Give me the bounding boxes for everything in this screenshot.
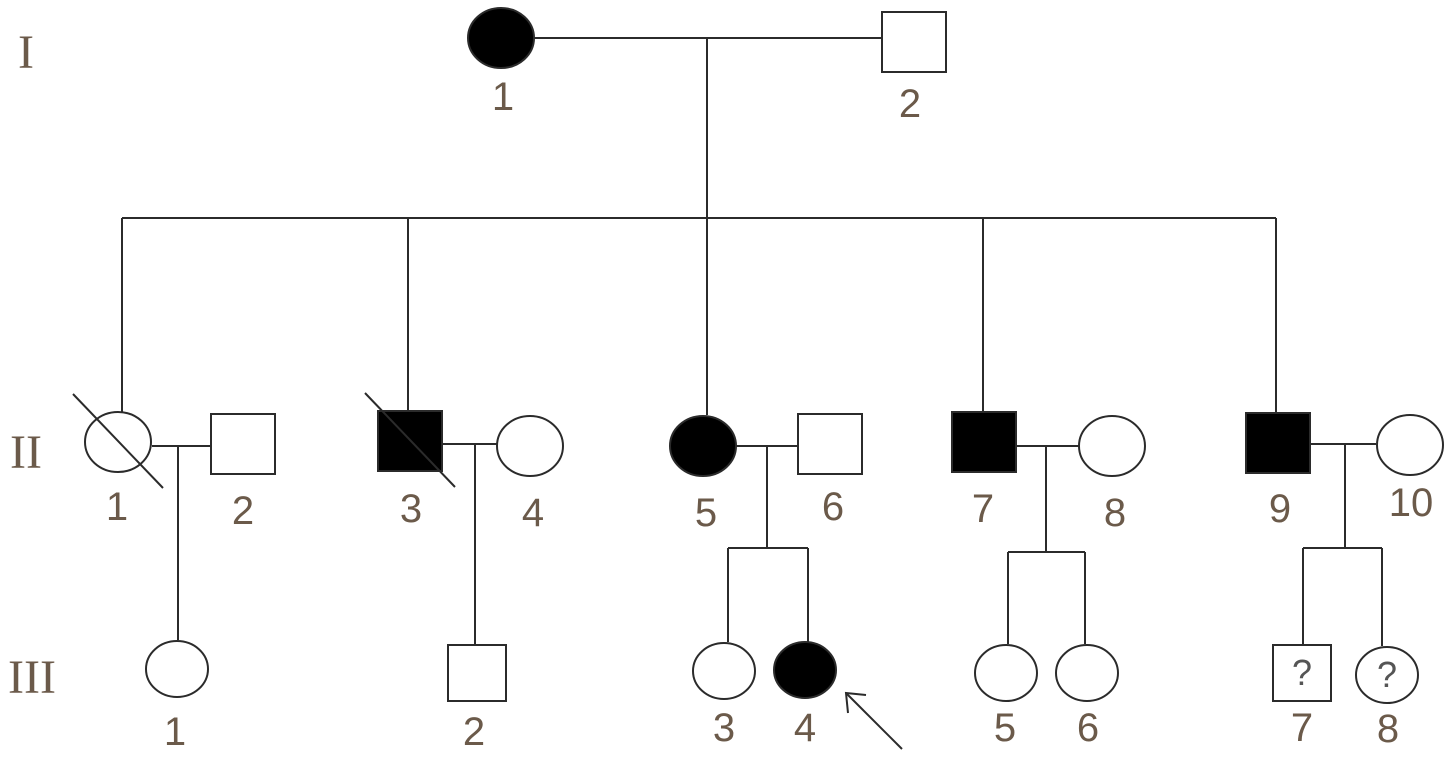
individual-number-iii-4: 4 (794, 706, 816, 750)
individual-number-i-2: 2 (899, 82, 921, 126)
individual-ii-7: 7 (951, 411, 1017, 531)
proband-arrow-icon (844, 691, 903, 750)
individual-iii-1: 1 (145, 640, 209, 754)
individual-number-iii-2: 2 (463, 710, 485, 754)
male-symbol-ii-6 (797, 413, 863, 475)
individual-iii-6: 6 (1055, 644, 1119, 750)
female-symbol-iii-5 (974, 644, 1038, 702)
generation-label-III: III (8, 651, 56, 704)
individual-iii-3: 3 (692, 642, 756, 750)
unknown-mark-iii-8: ? (1377, 654, 1397, 695)
male-symbol-i-2 (881, 11, 947, 73)
individual-number-ii-10: 10 (1389, 481, 1434, 525)
female-symbol-ii-5 (669, 415, 737, 477)
female-symbol-ii-4 (496, 415, 564, 477)
individual-number-iii-6: 6 (1077, 706, 1099, 750)
male-symbol-iii-7 (1272, 644, 1332, 702)
individual-ii-5: 5 (669, 415, 737, 535)
individual-number-iii-8: 8 (1377, 707, 1399, 751)
lines-generation-II (152, 443, 1383, 646)
individual-number-iii-3: 3 (713, 706, 735, 750)
individual-number-ii-6: 6 (822, 485, 844, 529)
deceased-mark-ii-1 (72, 393, 164, 489)
individual-number-iii-7: 7 (1291, 706, 1313, 750)
individual-ii-10: 10 (1376, 414, 1444, 525)
individual-ii-3: 3 (364, 392, 456, 531)
male-symbol-ii-7 (951, 411, 1017, 473)
individual-number-ii-1: 1 (106, 485, 128, 529)
individual-number-iii-5: 5 (994, 706, 1016, 750)
individual-iii-7: ?7 (1272, 644, 1332, 750)
individual-ii-9: 9 (1245, 412, 1311, 531)
individual-ii-2: 2 (210, 413, 276, 533)
individual-number-ii-2: 2 (232, 489, 254, 533)
individual-i-2: 2 (881, 11, 947, 126)
individual-number-ii-5: 5 (695, 491, 717, 535)
female-symbol-iii-4 (773, 641, 837, 699)
female-symbol-ii-10 (1376, 414, 1444, 476)
individual-iii-4: 4 (773, 641, 837, 750)
individual-iii-8: ?8 (1355, 646, 1419, 751)
individual-number-ii-7: 7 (972, 487, 994, 531)
individual-iii-5: 5 (974, 644, 1038, 750)
female-symbol-iii-8 (1355, 646, 1419, 704)
individual-ii-8: 8 (1078, 415, 1146, 535)
female-symbol-iii-3 (692, 642, 756, 700)
individual-ii-6: 6 (797, 413, 863, 529)
male-symbol-ii-9 (1245, 412, 1311, 474)
individual-number-ii-9: 9 (1269, 487, 1291, 531)
individual-number-i-1: 1 (492, 75, 514, 119)
individual-number-iii-1: 1 (164, 710, 186, 754)
individual-i-1: 1 (467, 7, 535, 119)
generation-label-II: II (10, 426, 42, 479)
deceased-mark-ii-3 (364, 392, 456, 488)
female-symbol-ii-8 (1078, 415, 1146, 477)
individual-ii-4: 4 (496, 415, 564, 535)
lines-generation-I (121, 37, 1277, 415)
individual-number-ii-8: 8 (1104, 491, 1126, 535)
unknown-mark-iii-7: ? (1292, 652, 1312, 693)
male-symbol-ii-2 (210, 413, 276, 475)
individual-number-ii-3: 3 (400, 487, 422, 531)
individual-ii-1: 1 (72, 393, 164, 529)
male-symbol-iii-2 (447, 644, 507, 702)
female-symbol-iii-6 (1055, 644, 1119, 702)
individual-number-ii-4: 4 (522, 491, 544, 535)
female-symbol-i-1 (467, 7, 535, 69)
female-symbol-iii-1 (145, 640, 209, 698)
generation-label-I: I (18, 26, 34, 79)
individual-iii-2: 2 (447, 644, 507, 754)
